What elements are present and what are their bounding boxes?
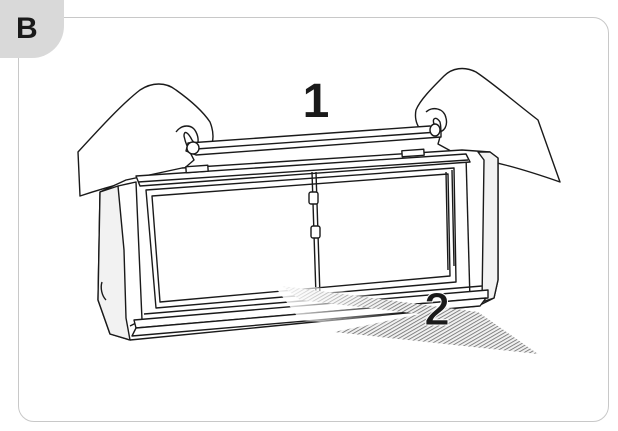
top-rail	[185, 123, 442, 156]
panel-badge: B	[0, 0, 64, 58]
window-frame-drawing	[97, 148, 499, 341]
pull-arrow	[270, 280, 538, 354]
step-1-number: 1	[303, 75, 330, 128]
step-2-number: 2	[424, 283, 450, 335]
panel-frame	[18, 17, 609, 422]
panel-label: B	[16, 12, 38, 45]
